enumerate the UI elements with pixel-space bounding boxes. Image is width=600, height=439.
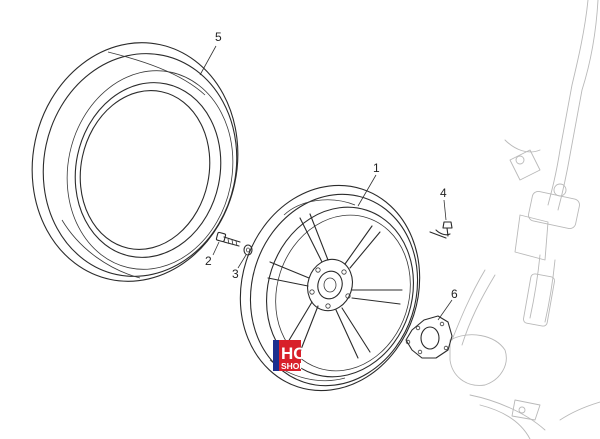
valve-part [429,221,453,239]
leader-2 [212,241,220,256]
logo-blue-stripe [273,340,279,371]
washer-part [243,244,253,256]
bolt-part [215,231,241,247]
leader-4 [443,199,447,221]
leader-1 [357,174,377,207]
callout-6: 6 [451,287,458,301]
leader-6 [437,299,453,321]
leader-5 [199,45,217,76]
logo-shop-text: SHOP [281,361,305,371]
callout-3: 3 [232,267,239,281]
callout-2: 2 [205,254,212,268]
hc-shop-logo: HC SHOP [273,340,306,371]
callout-4: 4 [440,186,447,200]
front-fork-ghost [449,0,600,439]
leader-3 [237,254,247,269]
wheel-rim-part [239,184,421,392]
logo-red-block [279,340,301,371]
leader-lines [199,45,453,321]
callout-5: 5 [215,30,222,44]
logo-hc-text: HC [281,344,306,363]
disc-adapter-part [405,315,453,359]
callout-1: 1 [373,161,380,175]
tire-part [31,42,239,282]
